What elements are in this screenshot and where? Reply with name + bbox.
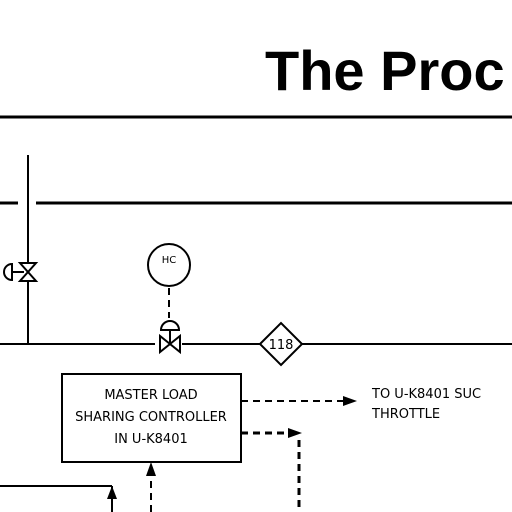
line-marker-diamond: 118 [258, 321, 304, 367]
line-marker-label: 118 [269, 338, 294, 353]
controller-line3: IN U-K8401 [114, 432, 188, 447]
controller-line2: SHARING CONTROLLER [75, 410, 227, 425]
control-valve-icon [159, 320, 181, 355]
signal-arrowhead-4 [107, 486, 117, 499]
controller-box [61, 373, 242, 463]
vertical-valve-icon [3, 262, 39, 282]
page-title: The Proc [265, 39, 505, 102]
signal-arrowhead-2 [288, 428, 302, 438]
signal-arrowhead-3 [146, 462, 156, 476]
controller-line1: MASTER LOAD [104, 388, 197, 403]
signal-note-line2: THROTTLE [371, 407, 440, 422]
instrument-bubble [147, 243, 191, 287]
signal-note-line1: TO U-K8401 SUC [371, 387, 481, 402]
signal-arrowhead-1 [343, 396, 357, 406]
instrument-tag: HC [162, 255, 177, 266]
